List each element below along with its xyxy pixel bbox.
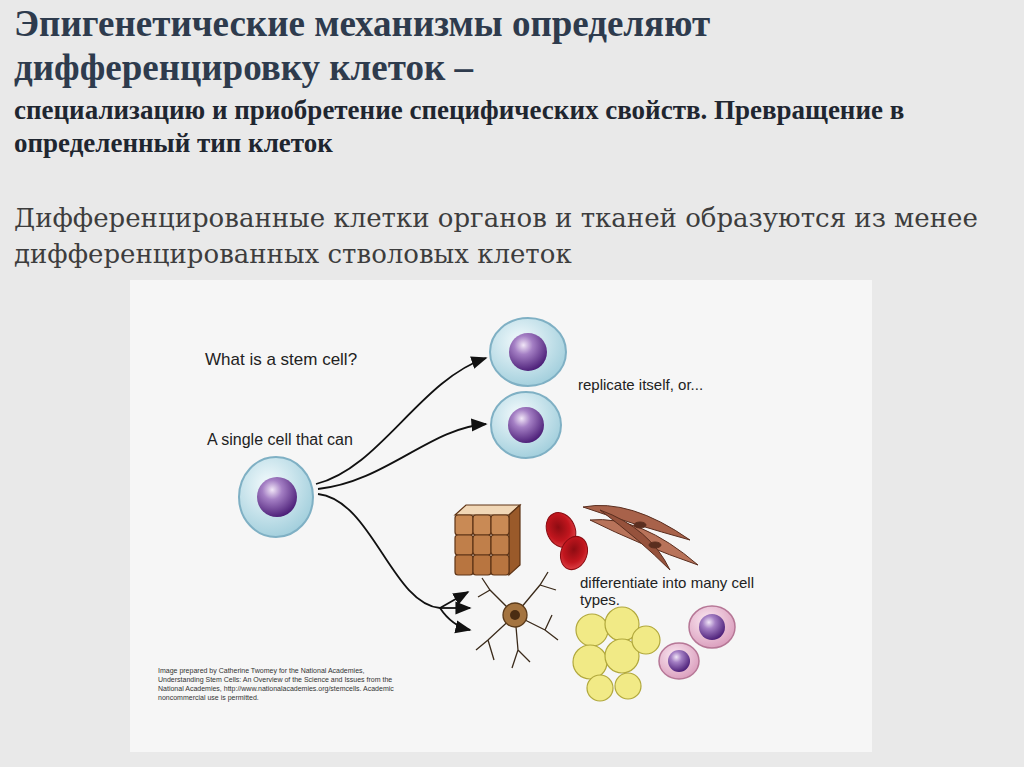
diagram-label: differentiate into many cell types. [580, 574, 755, 608]
stem-cell-copy [491, 392, 561, 458]
fat-cells [573, 607, 660, 701]
stem-cell [239, 457, 313, 537]
muscle-cells [583, 505, 698, 570]
stem-cell-copy [490, 318, 566, 386]
slide-text: специализацию и приобретение специфическ… [14, 94, 914, 160]
arrow [318, 494, 440, 608]
illustration-panel [130, 280, 872, 752]
arrow [440, 607, 470, 609]
blood-cells [659, 606, 735, 679]
slide-title: Эпигенетические механизмы определяют диф… [14, 2, 894, 90]
nerve-cell [476, 572, 558, 668]
diagram-label: replicate itself, or... [578, 376, 748, 394]
image-credit: Image prepared by Catherine Twomey for t… [158, 666, 408, 702]
arrow [440, 592, 468, 608]
diagram-label: What is a stem cell? [205, 350, 405, 370]
epithelial-cells [455, 505, 520, 575]
arrows [316, 358, 486, 630]
arrow [440, 608, 470, 630]
arrow [316, 358, 486, 484]
slide-text: Дифференцированные клетки органов и ткан… [14, 200, 1014, 272]
diagram-label: A single cell that can [207, 430, 407, 450]
red-blood-cells [541, 508, 592, 574]
